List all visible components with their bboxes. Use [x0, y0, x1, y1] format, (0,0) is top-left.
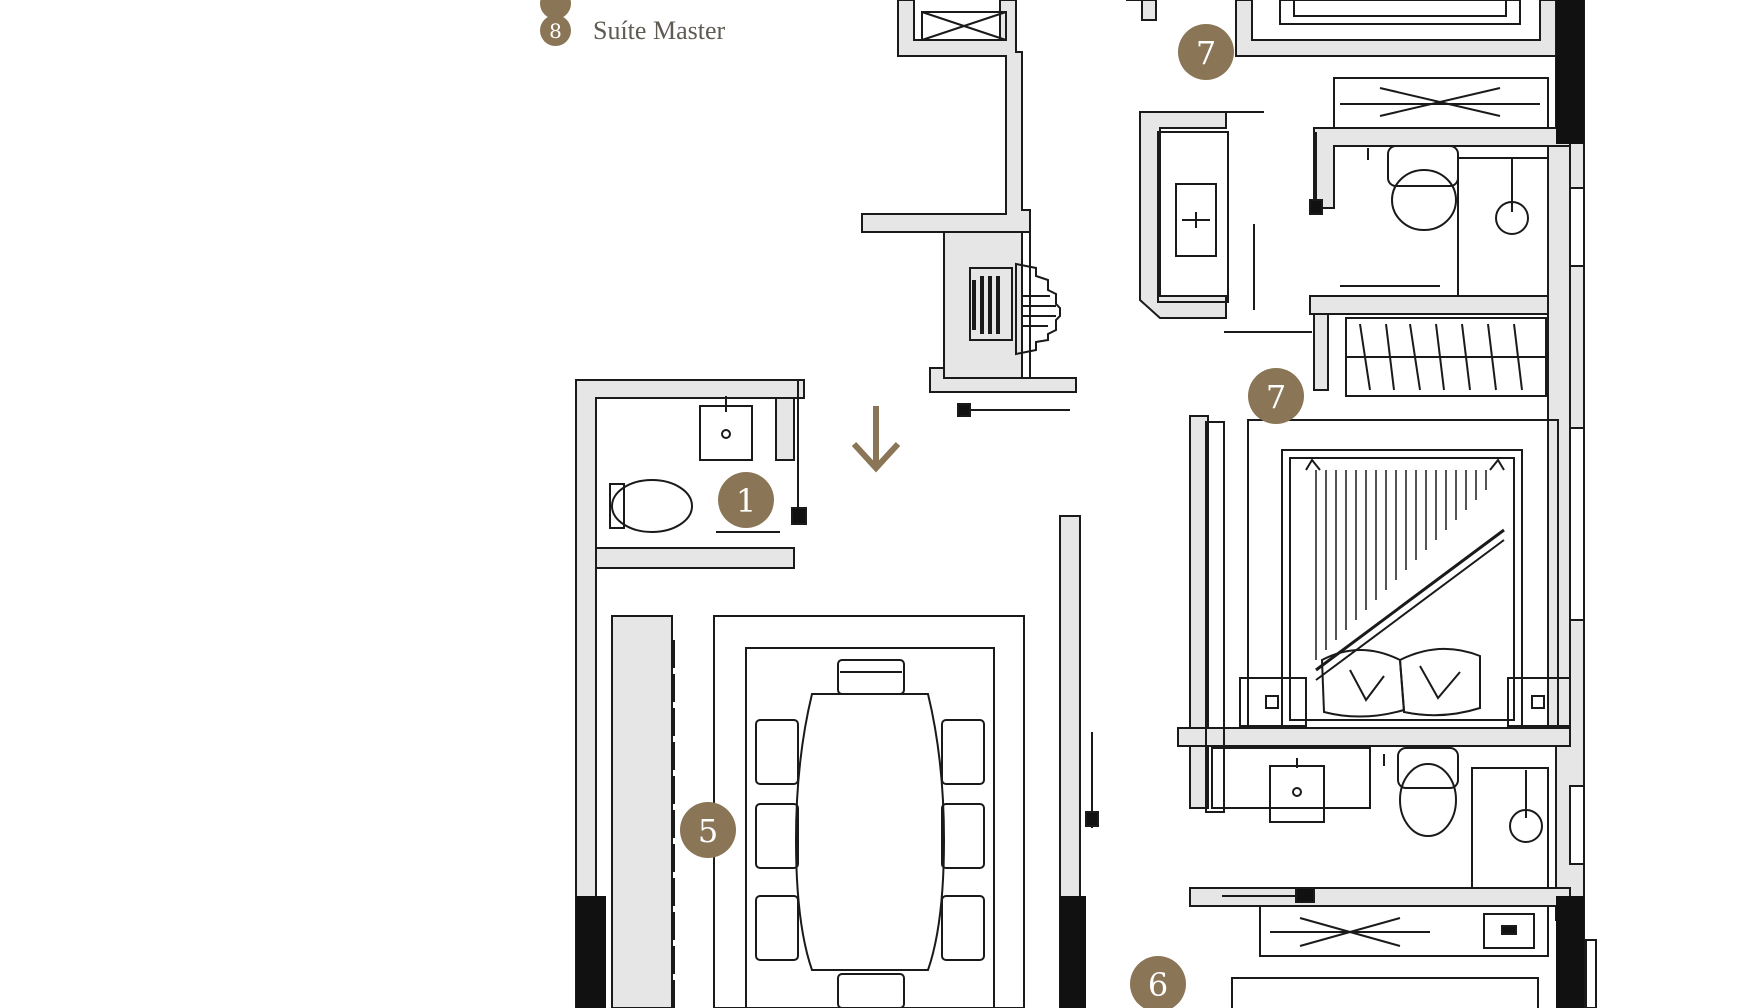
svg-text:6: 6	[1148, 966, 1168, 1004]
arrow-down-icon	[851, 406, 901, 473]
door-swings-top	[1160, 111, 1440, 333]
dining-area	[713, 615, 1025, 1008]
legend-item-suite-master: 8 Suíte Master	[540, 15, 725, 46]
room-marker-5: 5	[680, 802, 736, 858]
bedroom-top-furniture	[1279, 0, 1521, 25]
door-swing	[957, 403, 1070, 417]
legend-number-badge: 8	[540, 15, 571, 46]
bathroom-lower	[1211, 747, 1549, 903]
svg-text:5: 5	[698, 812, 718, 850]
legend-item-partial	[540, 0, 571, 19]
bed-room-6	[1231, 977, 1539, 1008]
room-marker-7-top: 7	[1178, 24, 1234, 80]
corridor-door	[1085, 732, 1099, 828]
bedroom-door	[1205, 421, 1225, 813]
legend-label: Suíte Master	[593, 15, 726, 45]
svg-text:7: 7	[1196, 34, 1216, 72]
wardrobe-top	[1333, 77, 1549, 129]
room-marker-1: 1	[718, 472, 774, 528]
master-bed	[1239, 419, 1571, 729]
legend-badge-partial	[540, 0, 571, 19]
bathroom-vanity-top	[1157, 131, 1229, 303]
svg-text:1: 1	[736, 482, 756, 520]
exterior-wall-dark	[576, 0, 1584, 1008]
toilet-top	[1367, 145, 1459, 231]
utility-shaft	[921, 11, 1007, 41]
powder-room	[609, 380, 807, 533]
shower-top	[1457, 157, 1549, 297]
windows	[1569, 187, 1597, 1008]
room-marker-6: 6	[1130, 956, 1186, 1008]
room-marker-7-bedroom: 7	[1248, 368, 1304, 424]
wardrobe-lower	[1259, 905, 1549, 957]
water-heater	[969, 262, 1061, 356]
closet	[1345, 317, 1547, 397]
svg-text:7: 7	[1266, 378, 1286, 416]
